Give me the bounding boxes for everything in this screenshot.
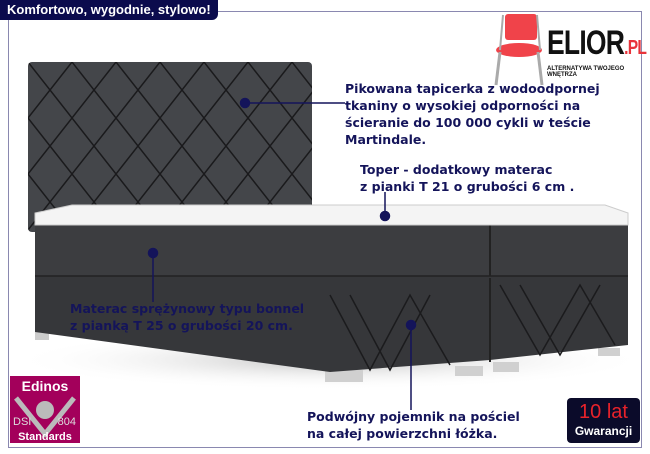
legs [35, 330, 620, 382]
logo-tagline: ALTERNATYWA TWOJEGO WNĘTRZA [547, 66, 625, 78]
topper [34, 204, 629, 226]
logo: ELIOR.PL [547, 24, 647, 62]
headboard-annotation: Pikowana tapicerka z wodoodpornej tkanin… [345, 81, 600, 147]
annotation-pointers [147, 97, 417, 410]
chair-logo-icon [494, 14, 544, 86]
banner-tag: Komfortowo, wygodnie, stylowo! [0, 0, 218, 20]
edinos-v-icon [14, 396, 76, 438]
warranty-badge: 10 lat Gwarancji [567, 398, 640, 443]
mattress-annotation: Materac sprężynowy typu bonnel z pianką … [70, 301, 305, 333]
storage-base [35, 270, 628, 372]
frame [8, 11, 642, 448]
topper-annotation: Toper - dodatkowy materac z pianki T 21 … [360, 162, 575, 194]
storage-annotation: Podwójny pojemnik na pościel na całej po… [307, 409, 520, 441]
mattress [35, 220, 628, 277]
edinos-badge: Edinos DSI 804 Standards [10, 376, 80, 443]
